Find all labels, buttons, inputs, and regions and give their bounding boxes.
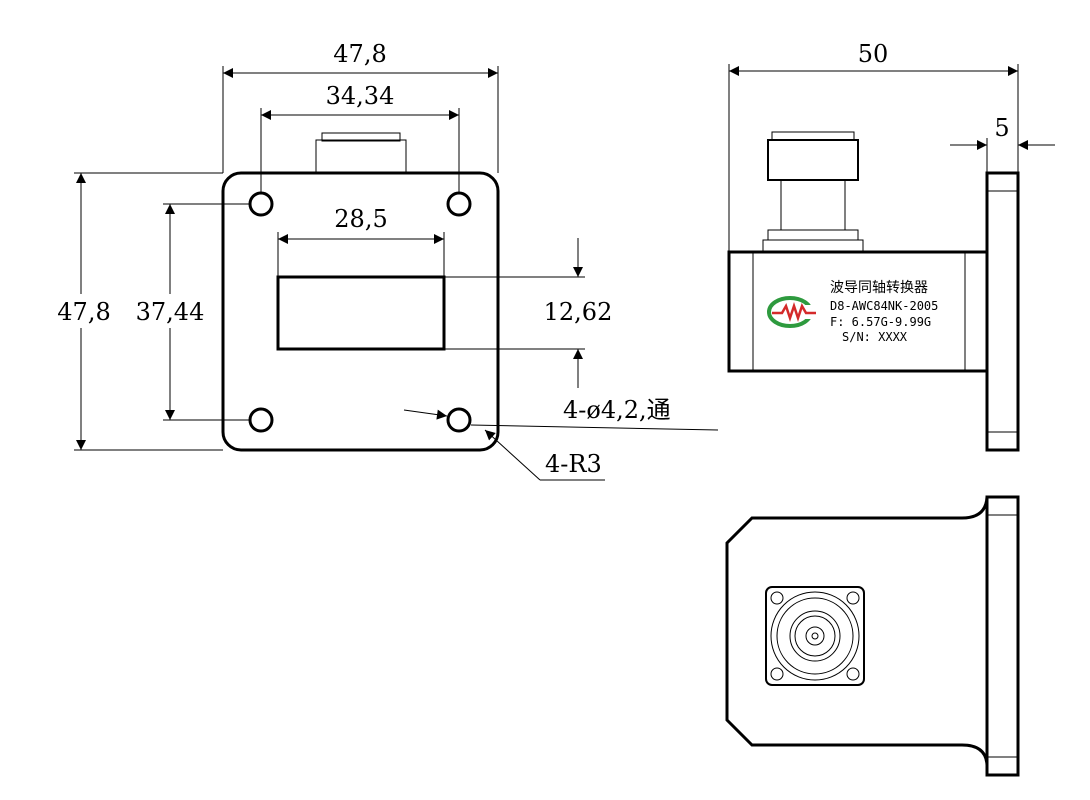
dim-aperture-width: 28,5 — [334, 205, 387, 233]
top-view — [725, 495, 1020, 777]
mw-logo-icon — [767, 296, 816, 328]
front-dimensions: 47,8 34,34 28,5 47,8 37,44 12,62 4-ø4,2, — [52, 40, 719, 481]
mount-hole-br — [446, 407, 472, 433]
dim-hole-spacing-v: 37,44 — [136, 298, 205, 326]
connector-body-top — [315, 139, 407, 175]
dim-holes: 4-ø4,2,通 — [563, 396, 671, 424]
side-connector-body — [780, 179, 846, 231]
side-flange — [985, 171, 1020, 452]
product-name: 波导同轴转换器 — [830, 279, 928, 296]
leader-radius — [484, 429, 541, 481]
top-flange — [985, 495, 1020, 777]
dim-flange-height: 47,8 — [57, 298, 110, 326]
waveguide-aperture — [276, 275, 446, 351]
product-serial: S/N: XXXX — [842, 330, 908, 344]
side-view: 波导同轴转换器 D8-AWC84NK-2005 F: 6.57G-9.99G S… — [727, 131, 1020, 452]
leader-holes — [470, 424, 719, 431]
dim-aperture-height: 12,62 — [544, 298, 613, 326]
side-connector-base — [767, 229, 859, 241]
dim-hole-spacing-h: 34,34 — [326, 82, 395, 110]
mount-hole-tl — [248, 191, 274, 217]
flange-outline — [221, 171, 500, 452]
mount-hole-bl — [248, 407, 274, 433]
side-connector-plate — [762, 239, 864, 253]
dim-overall-length: 50 — [858, 40, 889, 68]
side-dimensions: 50 5 — [728, 40, 1055, 252]
n-type-connector-icon — [765, 586, 865, 686]
dim-corner-radius: 4-R3 — [545, 450, 602, 478]
front-view — [221, 132, 500, 452]
dim-flange-width: 47,8 — [333, 40, 386, 68]
product-frequency: F: 6.57G-9.99G — [830, 315, 931, 329]
product-model: D8-AWC84NK-2005 — [830, 299, 938, 313]
dim-flange-thickness: 5 — [994, 114, 1009, 142]
mount-hole-tr — [446, 191, 472, 217]
side-connector-nut — [767, 139, 859, 181]
connector-cap-top — [321, 132, 401, 142]
side-connector-cap — [771, 131, 855, 141]
